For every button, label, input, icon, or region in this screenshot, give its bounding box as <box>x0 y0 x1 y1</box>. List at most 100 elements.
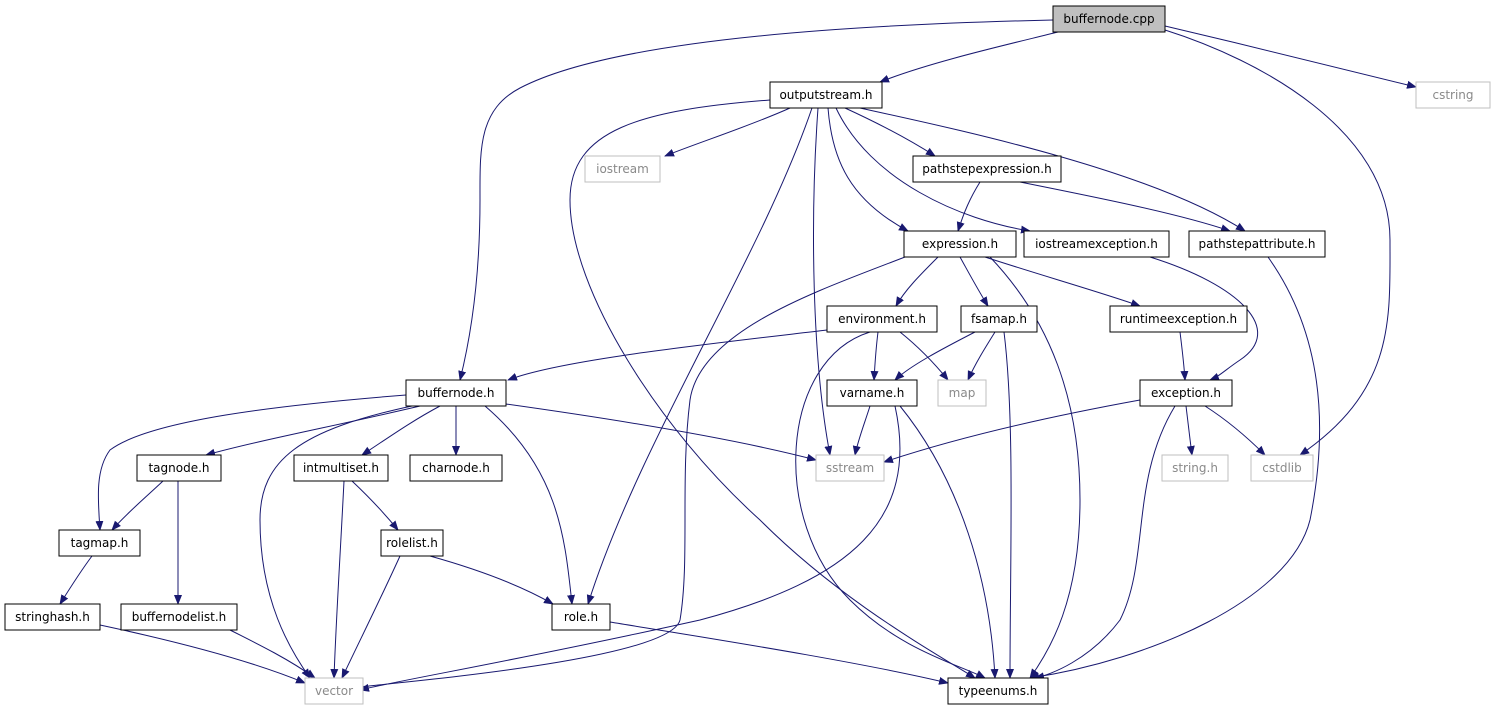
edges <box>59 19 1417 692</box>
node-label: sstream <box>826 461 874 475</box>
node-buffernode-h[interactable]: buffernode.h <box>405 379 507 407</box>
node-box <box>409 454 503 482</box>
node-exception-h[interactable]: exception.h <box>1139 379 1233 407</box>
node-label: environment.h <box>838 312 926 326</box>
node-buffernodelist-h[interactable]: buffernodelist.h <box>120 603 238 631</box>
node-box <box>293 454 389 482</box>
edge-pathstepexpression-h-to-expression-h <box>956 181 981 232</box>
edge-expression-h-to-fsamap-h <box>959 256 989 307</box>
node-label: pathstepattribute.h <box>1199 237 1316 251</box>
edge-fsamap-h-to-typeenums-h <box>1003 331 1015 679</box>
node-stringhash-h[interactable]: stringhash.h <box>4 603 101 631</box>
node-label: expression.h <box>922 237 998 251</box>
edge-rolelist-h-to-vector <box>341 555 401 679</box>
node-vector: vector <box>304 677 364 705</box>
node-box <box>1023 230 1170 258</box>
node-label: tagmap.h <box>71 536 129 550</box>
edge-varname-h-to-vector <box>359 405 901 692</box>
node-box <box>380 529 444 557</box>
node-rolelist-h[interactable]: rolelist.h <box>380 529 444 557</box>
node-label: exception.h <box>1151 386 1221 400</box>
node-box <box>405 379 507 407</box>
edge-stringhash-h-to-vector <box>99 624 306 684</box>
edge-rolelist-h-to-role-h <box>429 555 554 605</box>
edge-exception-h-to-typeenums-h <box>1034 405 1176 681</box>
node-environment-h[interactable]: environment.h <box>826 305 938 333</box>
node-cstring: cstring <box>1415 81 1491 109</box>
node-expression-h[interactable]: expression.h <box>903 230 1017 258</box>
edge-outputstream-h-to-expression-h <box>827 107 909 232</box>
node-box <box>58 529 141 557</box>
edge-runtimeexception-h-to-exception-h <box>1179 331 1189 381</box>
node-typeenums-h[interactable]: typeenums.h <box>947 677 1049 705</box>
node-tagnode-h[interactable]: tagnode.h <box>136 454 222 482</box>
edge-intmultiset-h-to-vector <box>330 480 345 679</box>
edge-buffernode-h-to-sstream <box>505 403 817 462</box>
node-role-h[interactable]: role.h <box>551 603 611 631</box>
edge-varname-h-to-typeenums-h <box>899 405 999 679</box>
edge-tagmap-h-to-stringhash-h <box>59 555 93 605</box>
node-iostreamexception-h[interactable]: iostreamexception.h <box>1023 230 1170 258</box>
edge-outputstream-h-to-iostreamexception-h <box>835 107 1031 234</box>
node-intmultiset-h[interactable]: intmultiset.h <box>293 454 389 482</box>
node-box <box>937 379 987 407</box>
node-box <box>4 603 101 631</box>
edge-expression-h-to-environment-h <box>895 256 939 307</box>
edge-environment-h-to-varname-h <box>870 331 879 381</box>
edge-environment-h-to-buffernode-h <box>507 329 828 381</box>
node-pathstepexpression-h[interactable]: pathstepexpression.h <box>912 155 1062 183</box>
node-cstdlib: cstdlib <box>1250 454 1314 482</box>
edge-buffernodelist-h-to-vector <box>229 629 316 679</box>
node-label: varname.h <box>840 386 905 400</box>
node-box <box>815 454 885 482</box>
node-box <box>1161 454 1229 482</box>
node-label: stringhash.h <box>15 610 90 624</box>
node-pathstepattribute-h[interactable]: pathstepattribute.h <box>1188 230 1326 258</box>
edge-outputstream-h-to-iostream <box>664 107 791 157</box>
node-label: cstdlib <box>1262 461 1301 475</box>
node-box <box>1188 230 1326 258</box>
node-iostream: iostream <box>584 155 661 183</box>
node-box <box>947 677 1049 705</box>
edge-intmultiset-h-to-rolelist-h <box>351 480 399 531</box>
edge-buffernode-h-to-tagnode-h <box>205 405 421 457</box>
node-charnode-h[interactable]: charnode.h <box>409 454 503 482</box>
edge-fsamap-h-to-varname-h <box>894 331 976 381</box>
node-box <box>1415 81 1491 109</box>
node-label: buffernodelist.h <box>132 610 227 624</box>
edge-role-h-to-typeenums-h <box>609 621 949 685</box>
edge-exception-h-to-string-h <box>1185 405 1195 456</box>
edge-buffernode-h-to-vector <box>259 405 413 679</box>
edge-expression-h-to-vector <box>349 256 906 691</box>
edge-expression-h-to-runtimeexception-h <box>984 256 1141 307</box>
node-buffernode-cpp[interactable]: buffernode.cpp <box>1052 5 1166 33</box>
node-label: buffernode.h <box>418 386 495 400</box>
node-box <box>1052 5 1166 33</box>
nodes: buffernode.cpp outputstream.h cstring iostr… <box>4 5 1491 705</box>
node-string-h: string.h <box>1161 454 1229 482</box>
edge-iostreamexception-h-to-exception-h <box>1149 256 1259 381</box>
edge-buffernode-h-to-tagmap-h <box>95 394 407 531</box>
node-outputstream-h[interactable]: outputstream.h <box>769 81 883 109</box>
node-box <box>1250 454 1314 482</box>
edge-buffernode-cpp-to-outputstream-h <box>879 31 1059 83</box>
node-label: buffernode.cpp <box>1063 12 1154 26</box>
node-box <box>304 677 364 705</box>
node-label: charnode.h <box>422 461 490 475</box>
edge-exception-h-to-cstdlib <box>1204 405 1266 456</box>
node-box <box>551 603 611 631</box>
node-tagmap-h[interactable]: tagmap.h <box>58 529 141 557</box>
node-runtimeexception-h[interactable]: runtimeexception.h <box>1109 305 1248 333</box>
node-label: iostream <box>596 162 649 176</box>
node-fsamap-h[interactable]: fsamap.h <box>960 305 1038 333</box>
edge-buffernode-cpp-to-cstdlib <box>1164 29 1391 456</box>
node-box <box>136 454 222 482</box>
edge-exception-h-to-sstream <box>883 399 1141 463</box>
edge-pathstepexpression-h-to-pathstepattribute-h <box>1019 181 1231 232</box>
node-label: iostreamexception.h <box>1035 237 1158 251</box>
node-label: intmultiset.h <box>303 461 379 475</box>
node-varname-h[interactable]: varname.h <box>826 379 918 407</box>
node-label: map <box>949 386 976 400</box>
node-label: runtimeexception.h <box>1120 312 1237 326</box>
